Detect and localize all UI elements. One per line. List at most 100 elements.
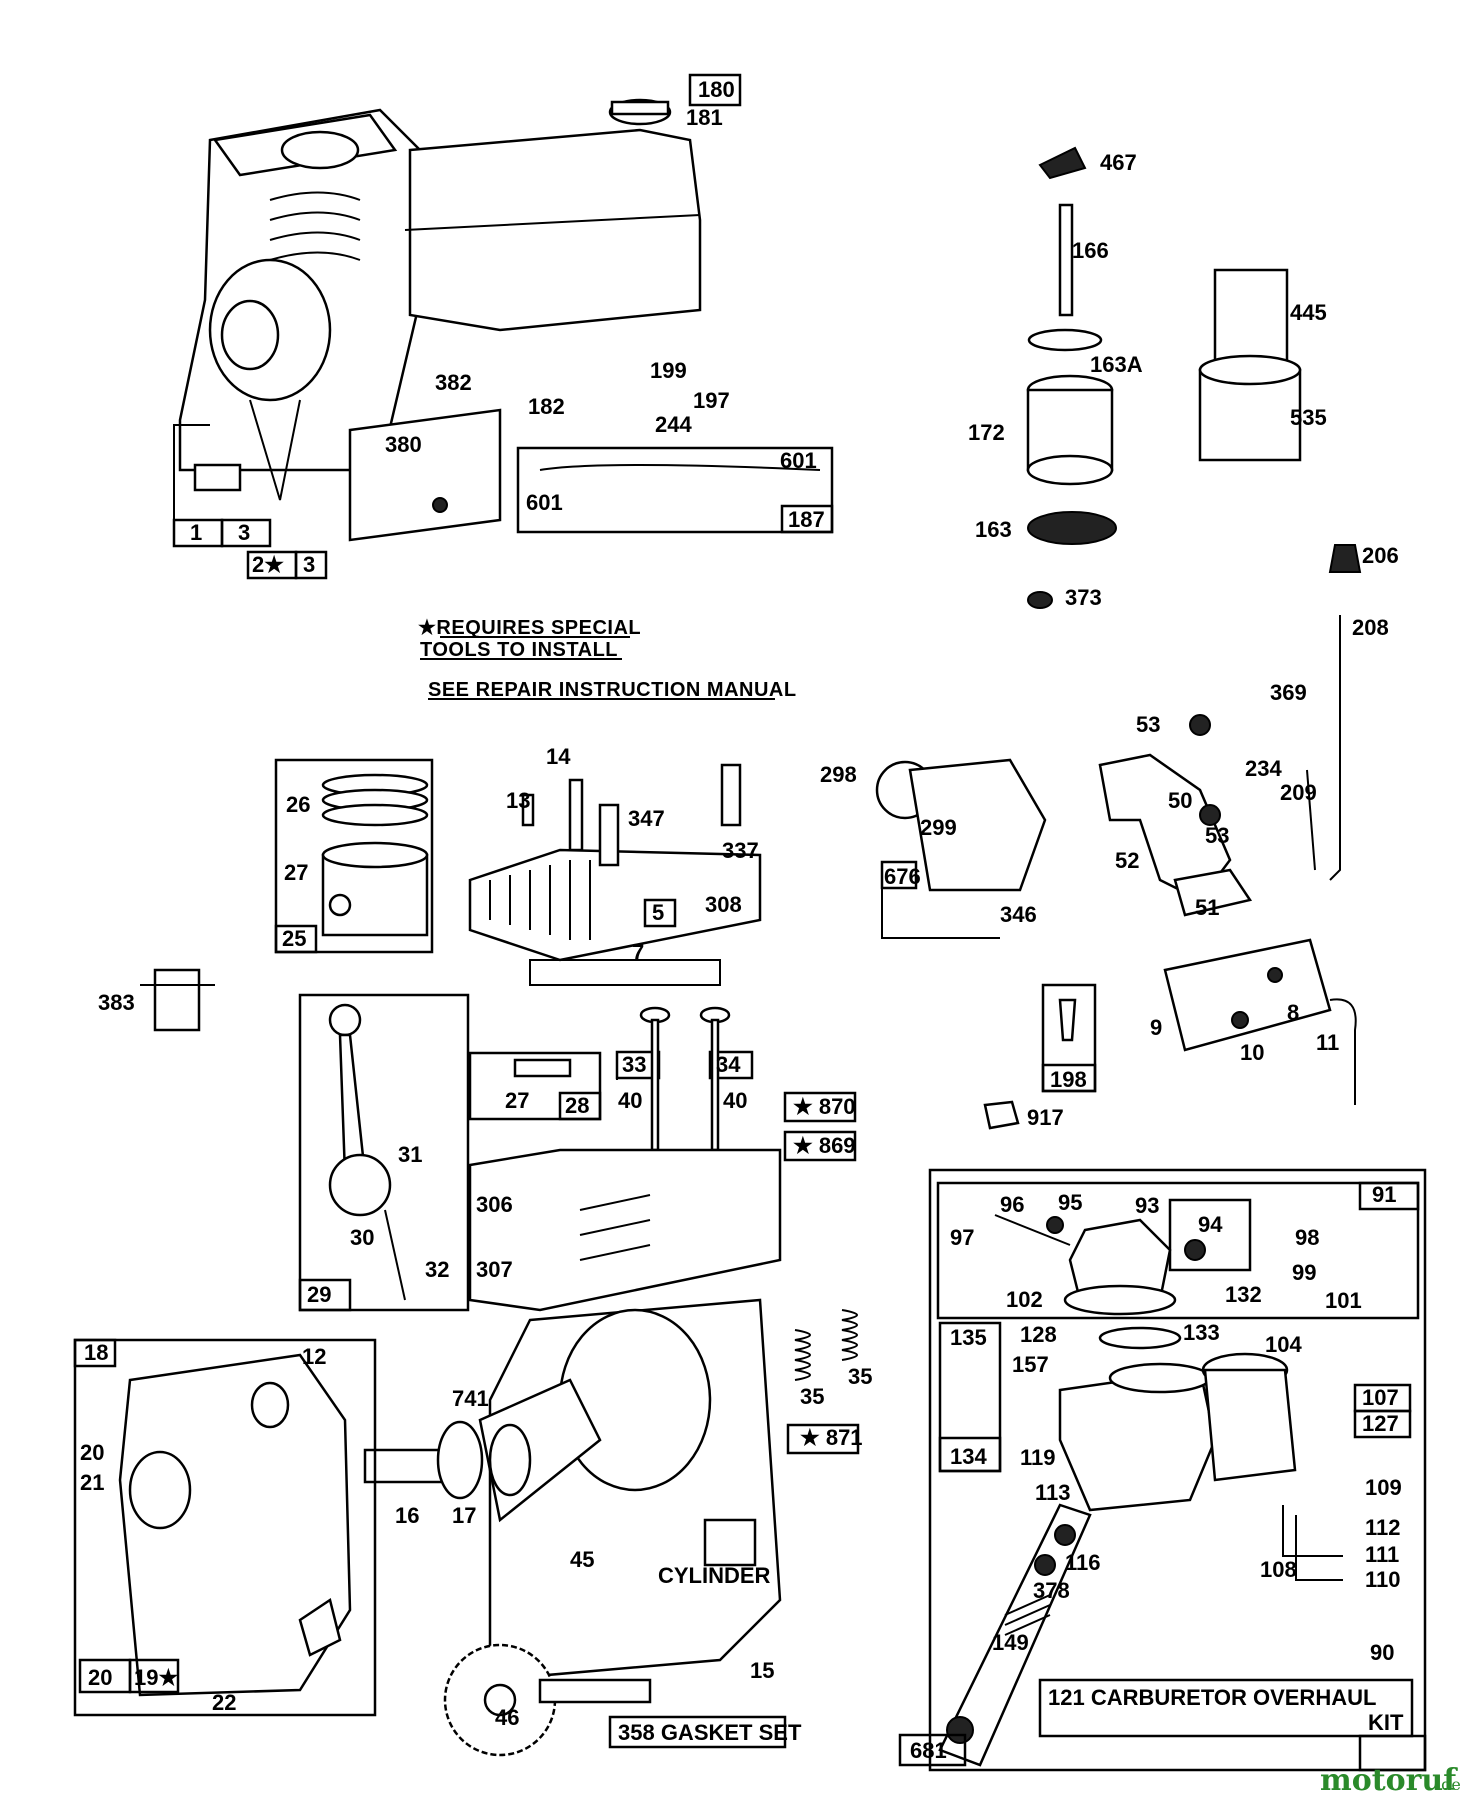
label-9: 9 — [1150, 1015, 1162, 1040]
label-383: 383 — [98, 990, 135, 1015]
label-149: 149 — [992, 1630, 1029, 1655]
label-133: 133 — [1183, 1320, 1220, 1345]
label-378: 378 — [1033, 1578, 1070, 1603]
label-45: 45 — [570, 1547, 594, 1572]
label-198: 198 — [1050, 1067, 1087, 1092]
cylinder-head-illustration — [468, 763, 762, 986]
label-14: 14 — [546, 744, 571, 769]
piston-illustration — [321, 773, 429, 937]
label-445: 445 — [1290, 300, 1327, 325]
label-kit-line2: KIT — [1368, 1710, 1404, 1735]
label-346: 346 — [1000, 902, 1037, 927]
label-157: 157 — [1012, 1352, 1049, 1377]
label-104: 104 — [1265, 1332, 1302, 1357]
label-35b: 35 — [848, 1364, 872, 1389]
label-308: 308 — [705, 892, 742, 917]
label-40: 40 — [618, 1088, 642, 1113]
fuel-line-box — [516, 446, 834, 534]
label-53b: 53 — [1205, 823, 1229, 848]
label-90: 90 — [1370, 1640, 1394, 1665]
label-298: 298 — [820, 762, 857, 787]
label-172: 172 — [968, 420, 1005, 445]
label-15: 15 — [750, 1658, 774, 1683]
label-18: 18 — [84, 1340, 108, 1365]
fuel-line-illustration — [539, 464, 821, 471]
label-382: 382 — [435, 370, 472, 395]
label-181: 181 — [686, 105, 723, 130]
label-17: 17 — [452, 1503, 476, 1528]
piston-box — [274, 758, 434, 954]
label-347: 347 — [628, 806, 665, 831]
label-380: 380 — [385, 432, 422, 457]
label-234: 234 — [1245, 756, 1282, 781]
label-741: 741 — [452, 1386, 489, 1411]
filter-parts-illustration — [1026, 146, 1362, 881]
label-681: 681 — [910, 1738, 947, 1763]
label-601: 601 — [780, 448, 817, 473]
fuel-tank-illustration — [404, 98, 702, 332]
label-206: 206 — [1362, 543, 1399, 568]
label-27: 27 — [284, 860, 308, 885]
label-337: 337 — [722, 838, 759, 863]
valve-illustration — [639, 1006, 731, 1152]
label-209: 209 — [1280, 780, 1317, 805]
label-22: 22 — [212, 1690, 236, 1715]
label-13: 13 — [506, 788, 530, 813]
label-34: 34 — [716, 1052, 741, 1077]
label-51: 51 — [1195, 895, 1219, 920]
label-535: 535 — [1290, 405, 1327, 430]
label-40b: 40 — [723, 1088, 747, 1113]
label-97: 97 — [950, 1225, 974, 1250]
label-187: 187 — [788, 507, 825, 532]
label-871: ★ 871 — [800, 1425, 863, 1450]
label-kit-line1: 121 CARBURETOR OVERHAUL — [1048, 1685, 1376, 1710]
spring-illustration — [794, 1309, 858, 1381]
label-12: 12 — [302, 1344, 326, 1369]
label-180: 180 — [698, 77, 735, 102]
label-52: 52 — [1115, 848, 1139, 873]
label-16: 16 — [395, 1503, 419, 1528]
label-29: 29 — [307, 1282, 331, 1307]
label-33: 33 — [622, 1052, 646, 1077]
label-373: 373 — [1065, 585, 1102, 610]
label-112: 112 — [1365, 1515, 1401, 1540]
label-109: 109 — [1365, 1475, 1402, 1500]
note-tools-to-install: TOOLS TO INSTALL — [420, 639, 618, 661]
label-19star: 19★ — [134, 1665, 178, 1690]
label-10: 10 — [1240, 1040, 1264, 1065]
fuel-pump-illustration — [994, 1214, 1206, 1316]
carburetor-box — [928, 1168, 1427, 1772]
label-467: 467 — [1100, 150, 1137, 175]
label-95: 95 — [1058, 1190, 1082, 1215]
label-116: 116 — [1065, 1550, 1101, 1575]
label-244: 244 — [655, 412, 692, 437]
label-46: 46 — [495, 1705, 519, 1730]
label-102: 102 — [1006, 1287, 1043, 1312]
label-166: 166 — [1072, 238, 1109, 263]
label-98: 98 — [1295, 1225, 1319, 1250]
note-special-tools: ★REQUIRES SPECIAL — [418, 617, 641, 639]
connecting-rod-illustration — [328, 1003, 406, 1301]
label-53: 53 — [1136, 712, 1160, 737]
label-110: 110 — [1365, 1567, 1401, 1592]
camshaft-gear-illustration — [443, 1643, 652, 1757]
label-26: 26 — [286, 792, 310, 817]
label-7: 7 — [632, 940, 644, 965]
label-128: 128 — [1020, 1322, 1057, 1347]
carburetor-body-illustration — [1058, 1326, 1297, 1512]
label-917: 917 — [1027, 1105, 1064, 1130]
label-208: 208 — [1352, 615, 1389, 640]
label-99: 99 — [1292, 1260, 1316, 1285]
label-101: 101 — [1325, 1288, 1362, 1313]
label-163: 163 — [975, 517, 1012, 542]
label-gasket-set: 358 GASKET SET — [618, 1720, 802, 1745]
label-28: 28 — [565, 1093, 589, 1118]
overhaul-kit-box — [1038, 1678, 1414, 1738]
label-135: 135 — [950, 1325, 987, 1350]
note-repair-manual: SEE REPAIR INSTRUCTION MANUAL — [428, 679, 797, 701]
tool-illustration — [153, 968, 201, 1032]
label-601b: 601 — [526, 490, 563, 515]
label-134: 134 — [950, 1444, 987, 1469]
